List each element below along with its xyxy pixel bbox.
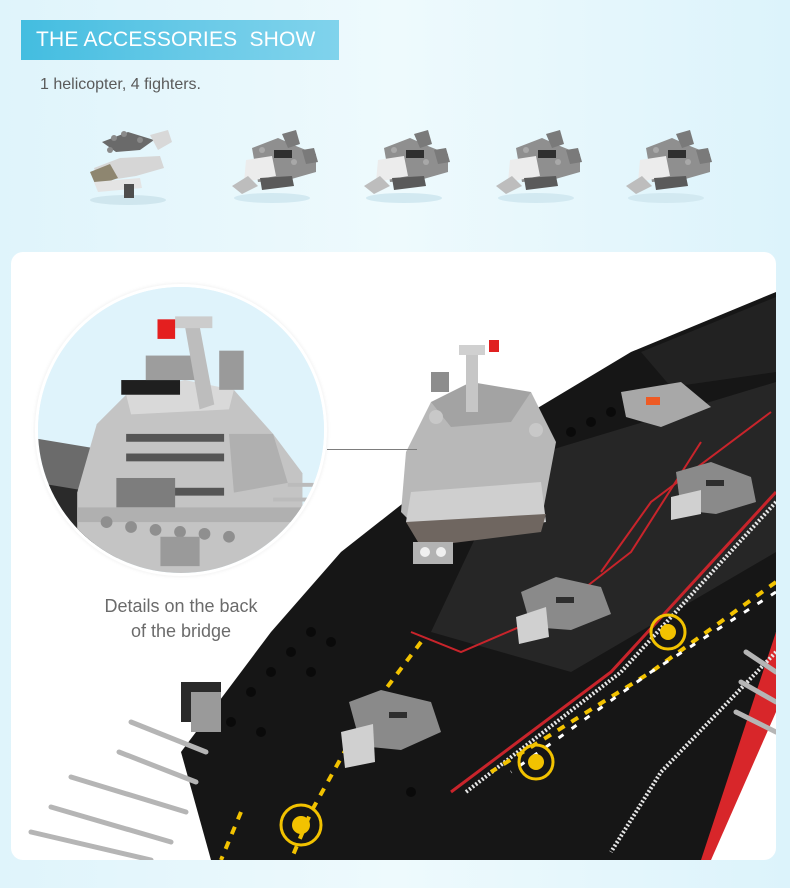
caption-line-1: Details on the back bbox=[104, 596, 258, 616]
fighter-image bbox=[354, 120, 454, 210]
deck-fighter bbox=[671, 462, 756, 520]
fighter-image bbox=[616, 120, 716, 210]
accessories-row bbox=[80, 120, 730, 210]
deck-fighter bbox=[341, 690, 441, 768]
bridge-tower bbox=[401, 340, 556, 564]
caption-line-2: of the bridge bbox=[130, 621, 232, 641]
fighter-image bbox=[486, 120, 586, 210]
detail-caption: Details on the back of the bridge bbox=[71, 594, 291, 644]
section-title-banner: THE ACCESSORIES SHOW bbox=[21, 20, 339, 60]
section-title: THE ACCESSORIES SHOW bbox=[36, 28, 316, 51]
product-detail-card: Details on the back of the bridge bbox=[11, 252, 776, 860]
bridge-detail-zoom-circle bbox=[35, 284, 327, 576]
callout-line bbox=[327, 449, 417, 450]
fighter-image bbox=[222, 120, 322, 210]
helicopter-image bbox=[80, 120, 180, 210]
aircraft-carrier-image bbox=[28, 292, 776, 860]
deck-fighter bbox=[516, 577, 611, 644]
section-subtitle: 1 helicopter, 4 fighters. bbox=[40, 76, 201, 93]
